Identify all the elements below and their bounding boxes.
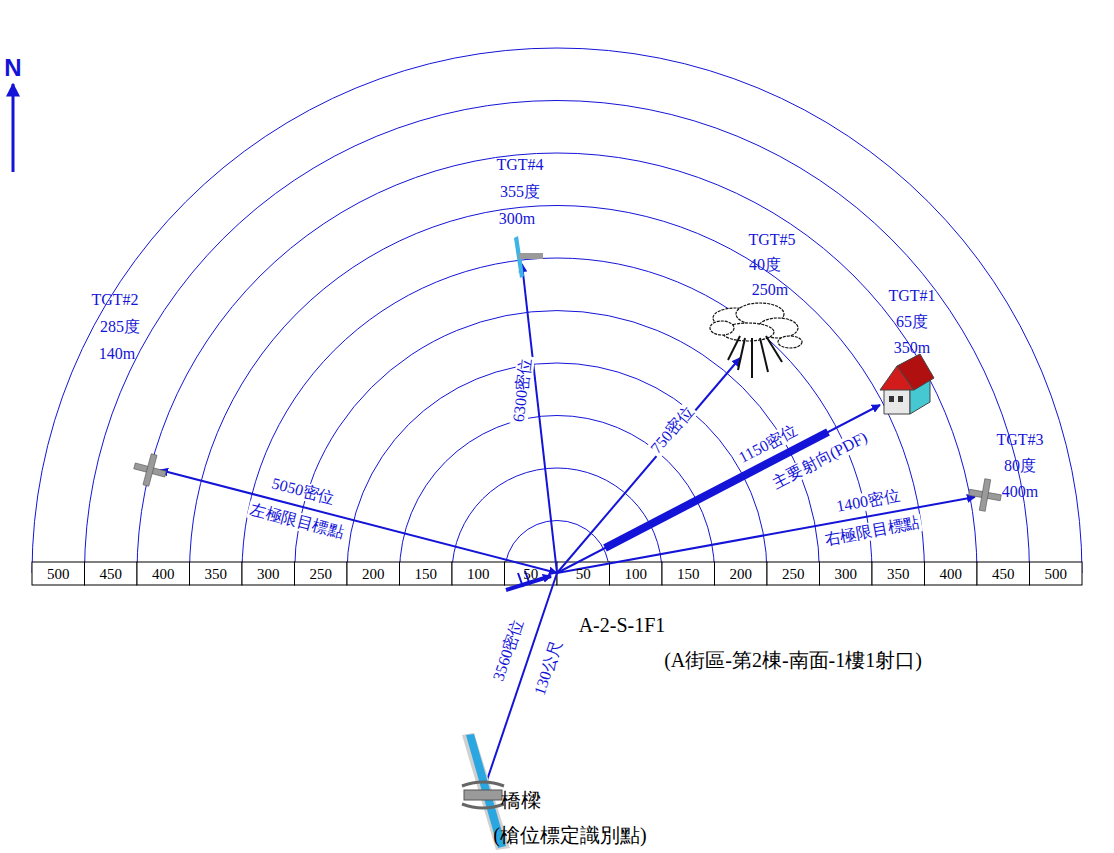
ruler-number: 400: [938, 566, 965, 583]
ruler-number: 50: [521, 566, 540, 583]
line-label: 3560密位: [489, 615, 527, 685]
target-label: 80度: [1002, 457, 1038, 475]
bridge-note: (槍位標定識別點): [491, 824, 648, 846]
target-label: 65度: [894, 313, 930, 331]
range-ring: [137, 153, 977, 573]
ruler-cell: [32, 562, 85, 585]
target-label: 250m: [750, 281, 790, 299]
target-label: 285度: [98, 318, 142, 336]
line-label: 1150密位: [734, 421, 802, 468]
line-label: 130公尺: [530, 637, 566, 699]
ruler-cell: [190, 562, 243, 585]
range-ring: [347, 363, 767, 573]
house-icon: [880, 354, 934, 414]
position-note: (A街區-第2棟-南面-1樓1射口): [662, 649, 924, 671]
crossroad-icon: [966, 476, 1003, 513]
ruler-cell: [820, 562, 873, 585]
ruler-cell: [452, 562, 505, 585]
ruler-cell: [610, 562, 663, 585]
ruler-number: 300: [255, 566, 282, 583]
ruler-number: 300: [833, 566, 860, 583]
line-label: 右極限目標點: [821, 513, 923, 548]
north-arrow: [12, 84, 15, 172]
ruler-cell: [242, 562, 295, 585]
ruler-number: 50: [574, 566, 593, 583]
ruler-number: 200: [360, 566, 387, 583]
ruler-cell: [1030, 562, 1083, 585]
ruler-number: 250: [308, 566, 335, 583]
ruler-number: 200: [728, 566, 755, 583]
ruler-number: 100: [465, 566, 492, 583]
ruler-number: 450: [98, 566, 125, 583]
road-icon: [519, 253, 543, 259]
target-label: 400m: [1000, 483, 1040, 501]
line-label: 750密位: [646, 401, 698, 458]
target-label: TGT#4: [494, 156, 545, 174]
ruler-number: 400: [150, 566, 177, 583]
line-label: 1400密位: [833, 486, 903, 515]
target-label: 140m: [97, 345, 137, 363]
ruler-number: 250: [780, 566, 807, 583]
ruler-cell: [137, 562, 190, 585]
ruler-number: 100: [623, 566, 650, 583]
sight-line: [557, 405, 880, 573]
ruler-cell: [767, 562, 820, 585]
target-icons: [130, 236, 1003, 850]
left-limit-line: [160, 470, 557, 573]
range-ring: [452, 468, 662, 573]
ruler-cell: [347, 562, 400, 585]
target-label: 355度: [498, 183, 542, 201]
position-tick: [518, 573, 523, 587]
target-label: TGT#1: [886, 287, 937, 305]
principal-direction-bar: [605, 432, 828, 548]
line-label: 6300密位: [509, 355, 534, 425]
sight-line: [557, 358, 740, 573]
range-rings: [32, 48, 1082, 573]
target-label: TGT#5: [746, 231, 797, 249]
ruler-cell: [872, 562, 925, 585]
target-label: 300m: [497, 210, 537, 228]
ruler-cell: [715, 562, 768, 585]
ruler-number: 450: [990, 566, 1017, 583]
bridge-label: 橋樑: [499, 789, 543, 811]
north-label: N: [2, 55, 23, 81]
ruler-cell: [400, 562, 453, 585]
range-ring: [242, 258, 872, 573]
ruler-cell: [85, 562, 138, 585]
line-label: 5050密位: [268, 474, 338, 508]
ruler-cell: [295, 562, 348, 585]
sight-lines: [160, 264, 975, 795]
ruler-number: 150: [413, 566, 440, 583]
target-label: 40度: [747, 256, 783, 274]
range-ring: [295, 311, 820, 573]
ruler-number: 350: [203, 566, 230, 583]
right-limit-line: [557, 497, 975, 573]
ruler-number: 500: [45, 566, 72, 583]
position-code: A-2-S-1F1: [577, 614, 668, 636]
crossroad-icon: [130, 450, 169, 489]
ruler-number: 500: [1043, 566, 1070, 583]
tree-icon: [710, 303, 802, 378]
range-ring: [32, 48, 1082, 573]
target-label: TGT#2: [89, 291, 140, 309]
target-label: 350m: [892, 339, 932, 357]
ruler-number: 150: [675, 566, 702, 583]
ruler-cell: [925, 562, 978, 585]
range-ring: [190, 206, 925, 574]
ruler-number: 350: [885, 566, 912, 583]
ruler-cell: [662, 562, 715, 585]
range-ring: [85, 101, 1030, 573]
ruler-cell: [977, 562, 1030, 585]
target-label: TGT#3: [994, 431, 1045, 449]
